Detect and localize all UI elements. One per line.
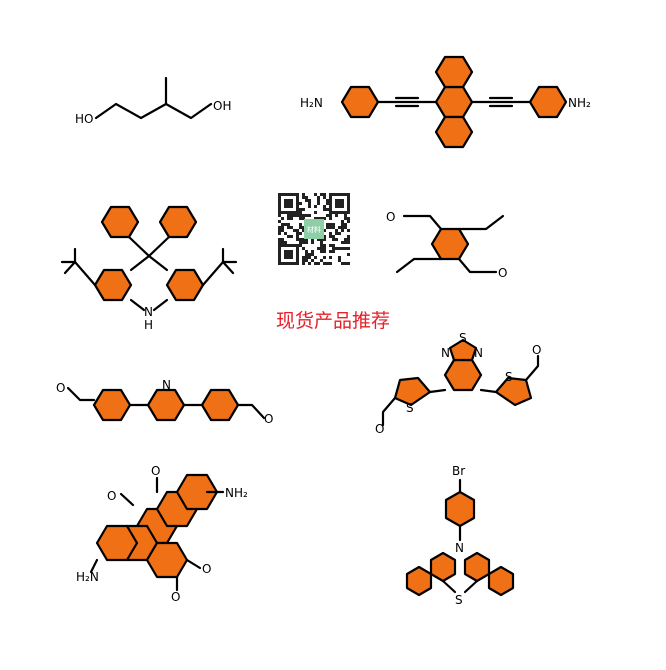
- atom-label-nh2: NH₂: [568, 96, 591, 110]
- atom-label-h2n: H₂N: [300, 96, 323, 110]
- atom-label-oh: OH: [213, 99, 231, 113]
- atom-label-nh-n: N: [144, 305, 153, 319]
- aromatic-ring: [434, 55, 474, 89]
- atom-label-o-4: O: [264, 412, 273, 426]
- atom-label-o-7: O: [107, 489, 116, 503]
- aromatic-ring: [443, 358, 483, 392]
- atom-label-btd-n2: N: [474, 346, 483, 360]
- atom-label-o-10: O: [202, 562, 211, 576]
- qr-center-label: 材料: [307, 225, 321, 234]
- atom-label-o-8: O: [151, 464, 160, 478]
- aromatic-ring: [95, 524, 139, 562]
- molecule-anthracene-diamine: H₂N NH₂: [300, 55, 591, 149]
- atom-label-o-5: O: [375, 422, 384, 436]
- aromatic-ring: [100, 205, 140, 239]
- qr-code[interactable]: 材料: [278, 193, 350, 265]
- aromatic-ring: [487, 565, 515, 597]
- atom-label-o-6: O: [532, 343, 541, 357]
- aromatic-ring: [430, 227, 470, 261]
- atom-label-ptz-n: N: [455, 541, 464, 555]
- atom-label-ptz-s: S: [455, 593, 463, 607]
- atom-label-o-1: O: [386, 210, 395, 224]
- molecule-methylpentanediol: HO OH: [75, 76, 231, 126]
- aromatic-ring: [340, 85, 380, 119]
- atom-label-nh-h: H: [144, 318, 153, 332]
- atom-label-o-3: O: [56, 381, 65, 395]
- aromatic-ring: [463, 551, 491, 583]
- molecule-divinyl-dialdehyde: O O: [386, 210, 507, 280]
- aromatic-ring: [145, 541, 189, 579]
- atom-label-o-2: O: [498, 266, 507, 280]
- atom-label-br: Br: [452, 464, 465, 478]
- molecule-spiro-acridine: N H: [60, 205, 238, 332]
- atom-label-nh2-2: NH₂: [225, 486, 248, 500]
- aromatic-ring: [92, 388, 132, 422]
- molecule-pyridine-dialdehyde: O N O: [56, 378, 273, 426]
- aromatic-ring: [158, 205, 198, 239]
- aromatic-ring: [444, 490, 476, 528]
- aromatic-ring: [393, 376, 432, 407]
- molecule-pyrene-tetraone: O O NH₂ H₂N O O: [76, 464, 248, 604]
- molecule-benzothiadiazole: N S N S O S O: [375, 331, 541, 436]
- aromatic-ring: [434, 85, 474, 119]
- aromatic-ring: [528, 85, 568, 119]
- atom-label-o-9: O: [171, 590, 180, 604]
- aromatic-ring: [494, 376, 533, 407]
- aromatic-ring: [434, 115, 474, 149]
- aromatic-ring: [146, 388, 186, 422]
- aromatic-ring: [448, 338, 478, 362]
- aromatic-ring: [165, 268, 205, 302]
- aromatic-ring: [200, 388, 240, 422]
- aromatic-ring: [429, 551, 457, 583]
- banner-text: 现货产品推荐: [276, 310, 390, 332]
- aromatic-ring: [405, 565, 433, 597]
- atom-label-btd-s: S: [459, 331, 467, 345]
- atom-label-ho: HO: [75, 112, 93, 126]
- atom-label-th-s1: S: [406, 401, 414, 415]
- aromatic-ring: [93, 268, 133, 302]
- atom-label-th-s2: S: [505, 370, 513, 384]
- atom-label-btd-n1: N: [441, 346, 450, 360]
- atom-label-pyridine-n: N: [162, 378, 171, 392]
- molecule-phenothiazine: Br N S: [405, 464, 515, 607]
- atom-label-h2n-2: H₂N: [76, 570, 99, 584]
